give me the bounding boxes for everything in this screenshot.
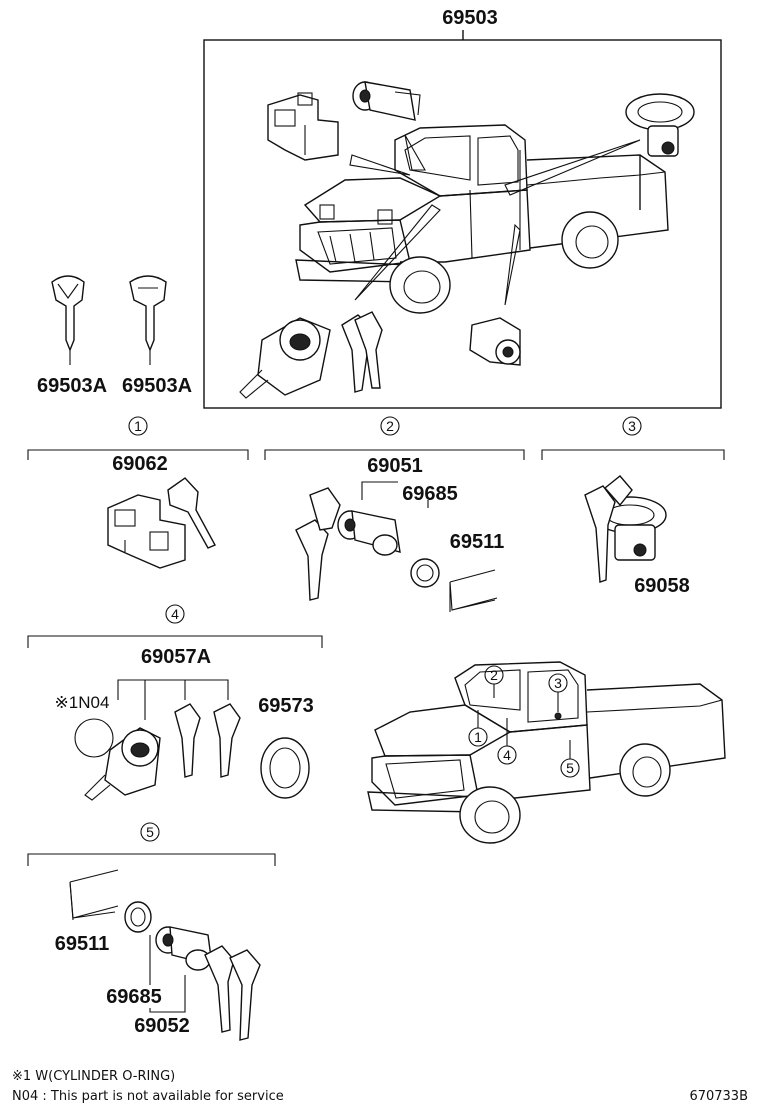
ignition-cylinder-icon (239, 317, 331, 399)
truck-marker-1: 1 (468, 710, 488, 747)
footer-diagram-code: 670733B (689, 1089, 748, 1104)
section-4-bezel-part-number: 69573 (258, 695, 314, 717)
truck-marker-3: 3 (548, 673, 568, 720)
section-4-o-ring-part-number: ※1N04 (55, 693, 110, 712)
section-3-marker: 3 (622, 416, 642, 436)
truck-icon (295, 124, 669, 314)
lock-cylinder-icon (352, 81, 421, 121)
section-3-part-number: 69058 (634, 575, 690, 597)
fuel-lid-lock-icon (625, 93, 695, 157)
ignition-switch-icon (267, 92, 339, 161)
footer-note-1: ※1 W(CYLINDER O-RING) (12, 1069, 175, 1084)
key-icon (167, 477, 216, 549)
ignition-cylinder-icon (84, 727, 161, 801)
section-1-bracket (27, 449, 249, 460)
truck-icon (367, 661, 726, 844)
key-icon (204, 945, 261, 1041)
section-5-bracket (27, 853, 276, 866)
section-3-bracket (541, 449, 725, 460)
ignition-switch-icon (107, 494, 186, 569)
svg-text:5: 5 (566, 760, 574, 776)
gasket-icon (124, 901, 152, 933)
section-1-marker: 1 (128, 416, 148, 436)
svg-text:2: 2 (490, 667, 498, 683)
section-4-assembly-part-number: 69057A (141, 646, 211, 668)
section-5-marker: 5 (140, 822, 160, 842)
key-icon (213, 703, 241, 778)
svg-text:2: 2 (386, 418, 394, 434)
key-icon (295, 487, 341, 601)
key-right-part-number: 69503A (122, 375, 192, 397)
svg-text:3: 3 (628, 418, 636, 434)
key-icon (51, 275, 85, 365)
section-5-cylinder-part-number: 69052 (134, 1015, 190, 1037)
retainer-clip-icon (69, 869, 119, 921)
section-2-gasket-part-number: 69685 (402, 483, 458, 505)
key-icon (584, 475, 633, 583)
lock-cylinder-icon (337, 510, 401, 556)
section-4-bracket (27, 635, 323, 648)
retainer-clip-icon (449, 569, 498, 612)
kit-part-number: 69503 (442, 7, 498, 29)
gasket-icon (410, 558, 440, 588)
key-icon (341, 311, 383, 393)
footer-note-2: N04 : This part is not available for ser… (12, 1089, 284, 1104)
section-2-retainer-part-number: 69511 (450, 531, 505, 553)
truck-marker-5: 5 (560, 740, 580, 778)
bezel-ring-icon (260, 737, 310, 799)
svg-text:1: 1 (474, 729, 482, 745)
kit-frame (203, 39, 722, 409)
section-1-part-number: 69062 (112, 453, 168, 475)
key-icon (174, 703, 201, 778)
key-left-part-number: 69503A (37, 375, 107, 397)
section-5-gasket-part-number: 69685 (106, 986, 162, 1008)
svg-text:5: 5 (146, 824, 154, 840)
truck-marker-4: 4 (497, 718, 517, 765)
door-lock-cylinder-icon (469, 317, 521, 366)
lock-cylinder-icon (155, 926, 213, 971)
svg-text:1: 1 (134, 418, 142, 434)
section-2-bracket (264, 449, 525, 460)
section-2-cylinder-part-number: 69051 (367, 455, 423, 477)
o-ring-icon (74, 718, 114, 758)
key-icon (129, 275, 167, 365)
svg-text:4: 4 (503, 747, 511, 763)
truck-marker-2: 2 (484, 665, 504, 698)
section-4-marker: 4 (165, 604, 185, 624)
svg-text:3: 3 (554, 675, 562, 691)
section-2-marker: 2 (380, 416, 400, 436)
svg-text:4: 4 (171, 606, 179, 622)
section-5-retainer-part-number: 69511 (55, 933, 110, 955)
